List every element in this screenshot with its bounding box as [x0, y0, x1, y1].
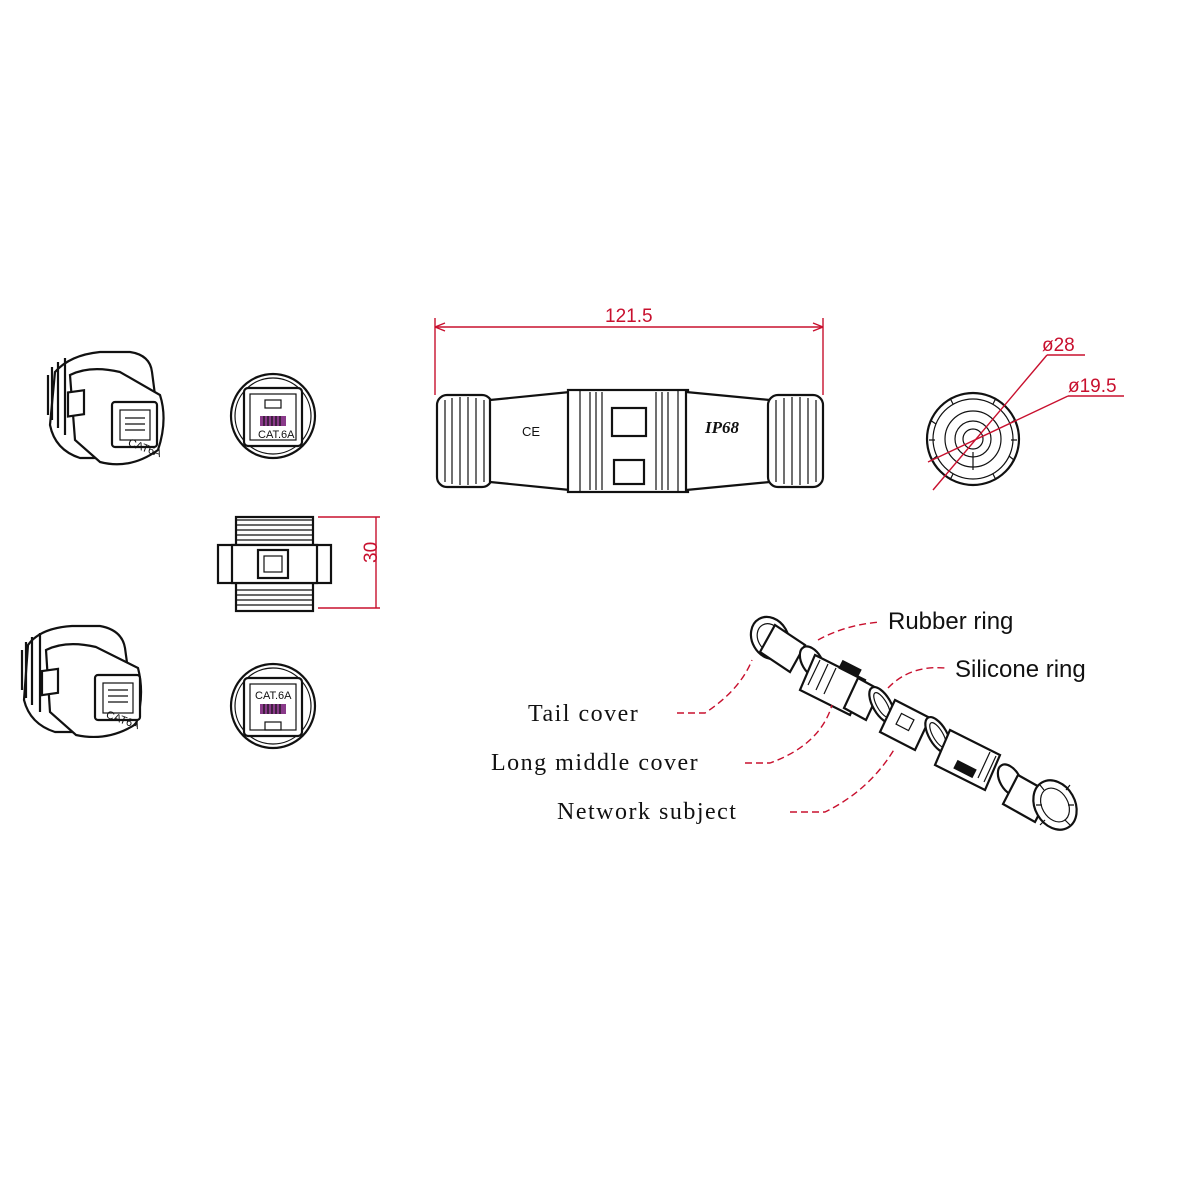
side-view-coupler: 30 [216, 515, 382, 613]
front-view-bottom: CAT.6A [229, 662, 317, 750]
end-view: ø28 ø19.5 [925, 335, 1124, 491]
height-dimension: 30 [361, 542, 382, 563]
callout-tail-cover: Tail cover [528, 701, 639, 727]
callout-network-subject: Network subject [557, 799, 737, 825]
callout-silicone-ring: Silicone ring [955, 656, 1086, 683]
exploded-assembly: Rubber ring Silicone ring Tail cover Lon… [491, 608, 1086, 831]
length-dimension: 121.5 [605, 306, 653, 327]
cat-label-top: CAT.6A [258, 429, 295, 441]
front-view-top: CAT.6A [229, 372, 317, 460]
isometric-connector-bottom: CAT6A [20, 624, 143, 738]
main-connector-side-view: 121.5 CE IP68 [434, 306, 825, 494]
inner-diameter-label: ø19.5 [1068, 376, 1117, 397]
ce-mark: CE [522, 424, 540, 439]
isometric-connector-top: CAT6A [46, 350, 165, 466]
callout-rubber-ring: Rubber ring [888, 608, 1013, 635]
ip-rating: IP68 [704, 418, 740, 437]
cat-label-bottom: CAT.6A [255, 690, 292, 702]
contact-pins-bottom [260, 704, 286, 714]
callout-long-middle-cover: Long middle cover [491, 750, 699, 776]
outer-diameter-label: ø28 [1042, 335, 1075, 356]
contact-pins-top [260, 416, 286, 426]
